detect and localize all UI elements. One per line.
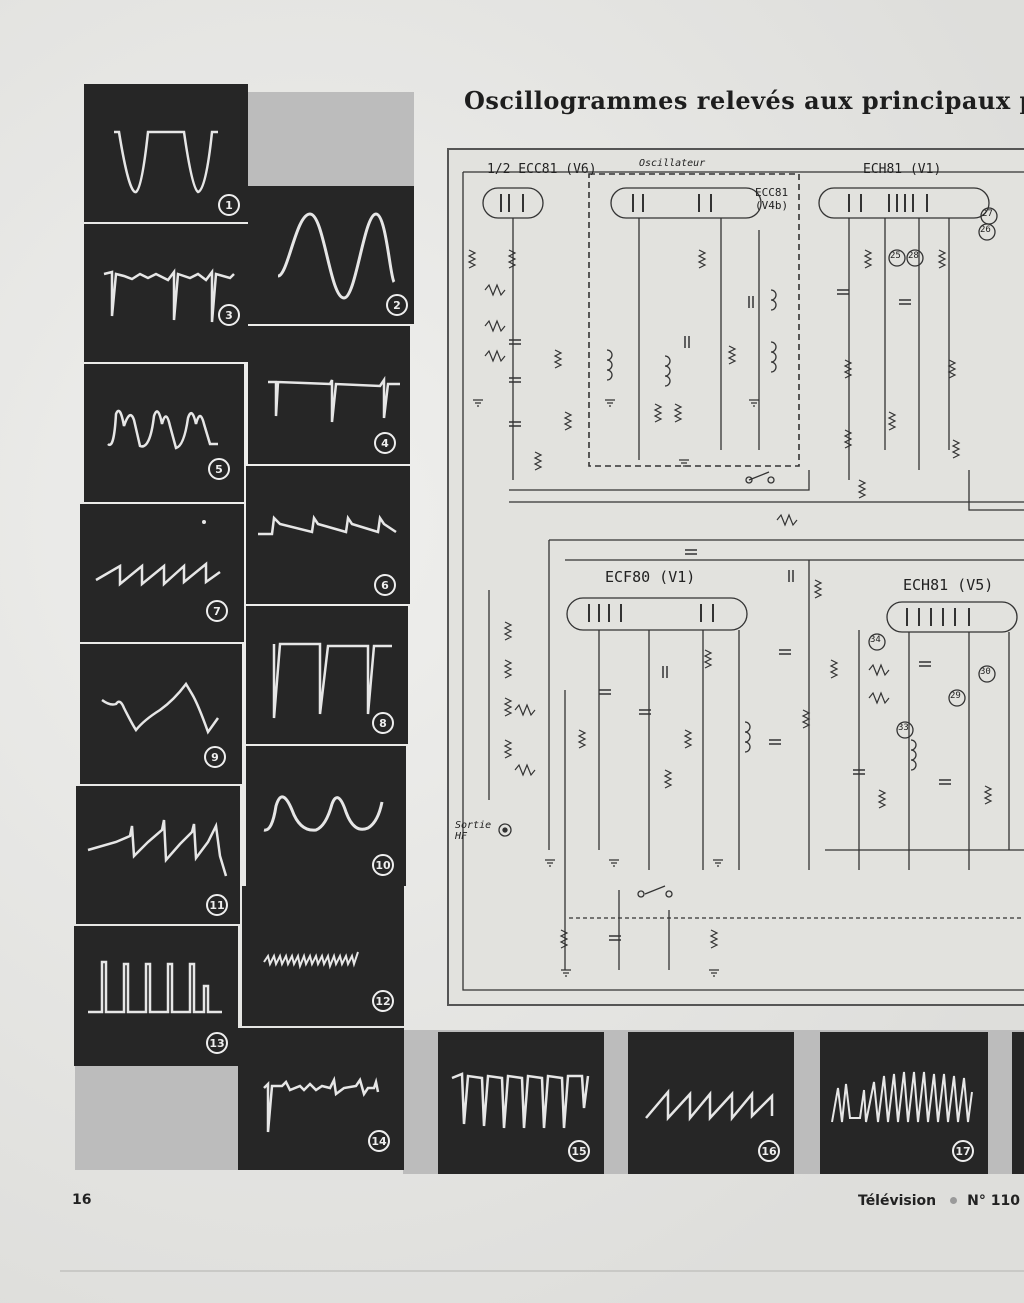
waveform-16 (645, 1088, 774, 1122)
oscillogram-number: 10 (372, 854, 394, 876)
waveform-12 (263, 951, 359, 970)
waveform-1 (114, 130, 218, 194)
oscillogram-number: 11 (206, 894, 228, 916)
waveform-11 (87, 819, 228, 877)
waveform-7 (95, 520, 221, 587)
oscillogram-number: 13 (206, 1032, 228, 1054)
oscillogram-4: 4 (248, 326, 410, 464)
oscillogram-number: 6 (374, 574, 396, 596)
oscillogram-number: 7 (206, 600, 228, 622)
callout-34: 34 (870, 635, 881, 645)
oscillogram-number: 5 (208, 458, 230, 480)
oscillogram-13: 13 (74, 926, 238, 1066)
page-number: 16 (72, 1192, 92, 1208)
waveform-6 (258, 514, 397, 536)
waveform-5 (107, 409, 218, 450)
callout-30: 30 (980, 667, 991, 677)
oscillogram-number: 14 (368, 1130, 390, 1152)
oscillogram-3: 3 (84, 224, 248, 362)
waveform-2 (277, 212, 396, 300)
issue-number: N° 110 (967, 1193, 1020, 1209)
oscillogram-10: 10 (246, 746, 406, 886)
bullet-dot-icon (950, 1196, 958, 1204)
tube-label-ecc81-v4b: ECC81 (V4b) (755, 186, 789, 212)
page-title: Oscillogrammes relevés aux principaux po (464, 86, 1024, 115)
oscillogram-5: 5 (84, 364, 244, 502)
grey-block-top (248, 92, 414, 186)
oscillator-label: Oscillateur (639, 158, 706, 169)
oscillogram-number: 1 (218, 194, 240, 216)
waveform-13 (88, 960, 222, 1014)
oscillogram-18-partial (1012, 1032, 1024, 1174)
oscillogram-number: 9 (204, 746, 226, 768)
tube-label-ecc81-v6: 1/2 ECC81 (V6) (487, 162, 597, 177)
oscillogram-2: 2 (248, 186, 414, 324)
oscillogram-1: 1 (84, 84, 248, 222)
page-edge-line (60, 1270, 1024, 1272)
oscillogram-number: 16 (758, 1140, 780, 1162)
tube-label-ech81-v1: ECH81 (V1) (863, 162, 942, 177)
callout-28: 28 (908, 251, 919, 261)
journal-name: Télévision (858, 1193, 937, 1209)
callout-29: 29 (950, 691, 961, 701)
waveform-4 (268, 375, 400, 423)
oscillogram-8: 8 (246, 606, 408, 744)
oscillogram-9: 9 (80, 644, 242, 784)
oscillogram-14: 14 (238, 1028, 404, 1170)
sortie-hf-label: Sortie HF (455, 820, 492, 842)
waveform-8 (272, 642, 392, 719)
oscillogram-number: 2 (386, 294, 408, 316)
oscillogram-17: 17 (820, 1032, 988, 1174)
waveform-14 (263, 1075, 380, 1133)
callout-27: 27 (982, 209, 993, 219)
oscillogram-number: 17 (952, 1140, 974, 1162)
circuit-schematic: 1/2 ECC81 (V6) ECC81 (V4b) ECH81 (V1) EC… (447, 148, 1024, 1006)
oscillogram-number: 8 (372, 712, 394, 734)
waveform-9 (101, 681, 220, 735)
oscillogram-number: 3 (218, 304, 240, 326)
tube-label-ecf80-v1: ECF80 (V1) (605, 568, 696, 586)
grey-block-bottom-left (75, 1066, 238, 1170)
oscillogram-15: 15 (438, 1032, 604, 1174)
tube-label-ech81-v5: ECH81 (V5) (903, 576, 994, 594)
waveform-10 (263, 795, 384, 832)
oscillogram-12: 12 (242, 886, 404, 1026)
oscillogram-number: 4 (374, 432, 396, 454)
oscillogram-6: 6 (246, 466, 410, 604)
waveform-17 (831, 1071, 973, 1123)
oscillogram-number: 12 (372, 990, 394, 1012)
callout-33: 33 (898, 723, 909, 733)
oscillogram-number: 15 (568, 1140, 590, 1162)
callout-26: 26 (980, 225, 991, 235)
oscillogram-11: 11 (76, 786, 240, 924)
schematic-drawing (462, 171, 1024, 991)
oscillogram-7: 7 (80, 504, 244, 642)
waveform-3 (103, 268, 235, 323)
oscillogram-16: 16 (628, 1032, 794, 1174)
waveform-15 (451, 1072, 590, 1129)
callout-25: 25 (890, 251, 901, 261)
journal-footer: Télévision N° 110 (858, 1193, 1020, 1209)
